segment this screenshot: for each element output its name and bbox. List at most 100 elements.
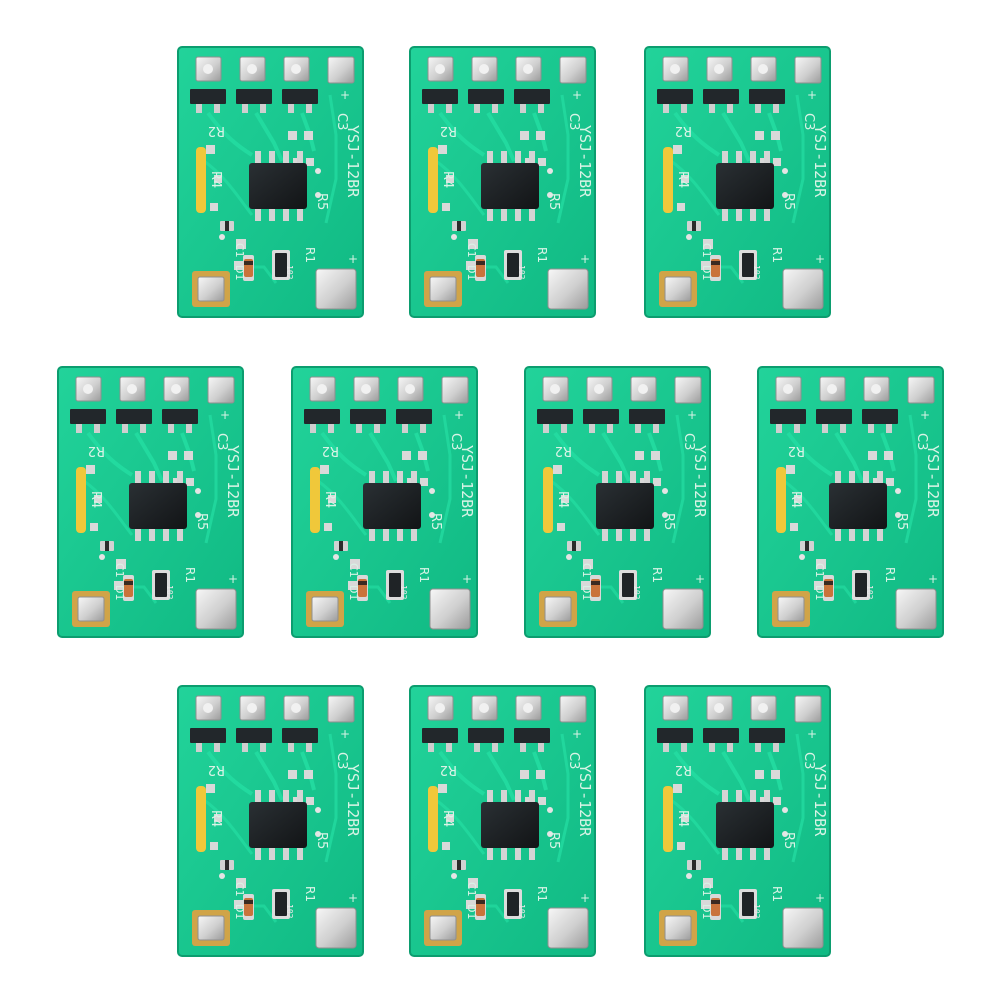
ref-c3: C3 [914, 433, 929, 450]
resistor-code: 102 [752, 265, 761, 280]
ref-r4: R4 [675, 810, 690, 827]
model-label: YSJ-12BR [691, 445, 709, 518]
model-label: YSJ-12BR [344, 125, 362, 198]
ref-r2: R2 [675, 123, 692, 138]
ref-r2: R2 [555, 443, 572, 458]
resistor-code: 102 [285, 904, 294, 919]
pcb-board-1: YSJ-12BR C3 R2 R4 R5 C1 D1 R1 102 + + [176, 45, 365, 319]
ref-d1: D1 [465, 265, 478, 280]
ref-c3: C3 [214, 433, 229, 450]
ref-r5: R5 [781, 832, 796, 849]
ref-r1: R1 [303, 886, 317, 902]
resistor-code: 102 [517, 904, 526, 919]
ref-c1: C1 [347, 563, 360, 578]
ref-r4: R4 [88, 491, 103, 508]
resistor-code: 102 [517, 265, 526, 280]
ref-r1: R1 [650, 567, 664, 583]
plus-mark-bottom: + [695, 572, 705, 586]
ref-r1: R1 [535, 247, 549, 263]
plus-mark-bottom: + [348, 891, 358, 905]
pcb-board-5: YSJ-12BR C3 R2 R4 R5 C1 D1 R1 102 + + [290, 365, 479, 639]
ref-d1: D1 [700, 265, 713, 280]
ref-r1: R1 [417, 567, 431, 583]
model-label: YSJ-12BR [344, 764, 362, 837]
ref-c1: C1 [700, 882, 713, 897]
resistor-code: 102 [752, 904, 761, 919]
ref-c3: C3 [566, 113, 581, 130]
ref-r5: R5 [781, 193, 796, 210]
ref-c3: C3 [334, 113, 349, 130]
ref-d1: D1 [813, 585, 826, 600]
ref-r2: R2 [440, 762, 457, 777]
ref-r1: R1 [183, 567, 197, 583]
model-label: YSJ-12BR [924, 445, 942, 518]
plus-mark-bottom: + [228, 572, 238, 586]
ref-r2: R2 [208, 762, 225, 777]
ref-r4: R4 [555, 491, 570, 508]
ref-r5: R5 [194, 513, 209, 530]
ref-c1: C1 [113, 563, 126, 578]
ref-c3: C3 [681, 433, 696, 450]
plus-mark-bottom: + [815, 252, 825, 266]
ref-c3: C3 [566, 752, 581, 769]
plus-mark-bottom: + [462, 572, 472, 586]
pcb-board-7: YSJ-12BR C3 R2 R4 R5 C1 D1 R1 102 + + [756, 365, 945, 639]
pcb-board-3: YSJ-12BR C3 R2 R4 R5 C1 D1 R1 102 + + [643, 45, 832, 319]
plus-mark-bottom: + [928, 572, 938, 586]
ref-r1: R1 [770, 247, 784, 263]
plus-mark-top: + [220, 408, 230, 422]
ref-r4: R4 [440, 810, 455, 827]
ref-r5: R5 [894, 513, 909, 530]
ref-r1: R1 [303, 247, 317, 263]
ref-d1: D1 [465, 904, 478, 919]
plus-mark-top: + [454, 408, 464, 422]
ref-r2: R2 [322, 443, 339, 458]
ref-r2: R2 [208, 123, 225, 138]
plus-mark-top: + [340, 88, 350, 102]
ref-r5: R5 [314, 832, 329, 849]
plus-mark-bottom: + [348, 252, 358, 266]
ref-c1: C1 [465, 243, 478, 258]
ref-r5: R5 [314, 193, 329, 210]
ref-c1: C1 [233, 243, 246, 258]
ref-c3: C3 [801, 113, 816, 130]
ref-r4: R4 [788, 491, 803, 508]
ref-r4: R4 [208, 171, 223, 188]
resistor-code: 102 [285, 265, 294, 280]
ref-r5: R5 [546, 193, 561, 210]
resistor-code: 102 [399, 585, 408, 600]
ref-r1: R1 [535, 886, 549, 902]
ref-d1: D1 [347, 585, 360, 600]
ref-d1: D1 [580, 585, 593, 600]
ref-d1: D1 [700, 904, 713, 919]
model-label: YSJ-12BR [458, 445, 476, 518]
resistor-code: 102 [632, 585, 641, 600]
ref-r4: R4 [208, 810, 223, 827]
resistor-code: 102 [865, 585, 874, 600]
ref-c3: C3 [448, 433, 463, 450]
model-label: YSJ-12BR [576, 764, 594, 837]
model-label: YSJ-12BR [576, 125, 594, 198]
ref-r4: R4 [440, 171, 455, 188]
ref-c1: C1 [813, 563, 826, 578]
ref-d1: D1 [233, 904, 246, 919]
ref-r1: R1 [883, 567, 897, 583]
ref-r5: R5 [428, 513, 443, 530]
resistor-code: 102 [165, 585, 174, 600]
ref-r2: R2 [88, 443, 105, 458]
plus-mark-top: + [340, 727, 350, 741]
ref-c1: C1 [465, 882, 478, 897]
pcb-board-4: YSJ-12BR C3 R2 R4 R5 C1 D1 R1 102 + + [56, 365, 245, 639]
ref-r1: R1 [770, 886, 784, 902]
model-label: YSJ-12BR [224, 445, 242, 518]
ref-c3: C3 [334, 752, 349, 769]
ref-r2: R2 [440, 123, 457, 138]
plus-mark-top: + [572, 88, 582, 102]
pcb-board-9: YSJ-12BR C3 R2 R4 R5 C1 D1 R1 102 + + [408, 684, 597, 958]
pcb-board-6: YSJ-12BR C3 R2 R4 R5 C1 D1 R1 102 + + [523, 365, 712, 639]
plus-mark-bottom: + [580, 252, 590, 266]
plus-mark-top: + [687, 408, 697, 422]
plus-mark-top: + [807, 727, 817, 741]
ref-d1: D1 [113, 585, 126, 600]
